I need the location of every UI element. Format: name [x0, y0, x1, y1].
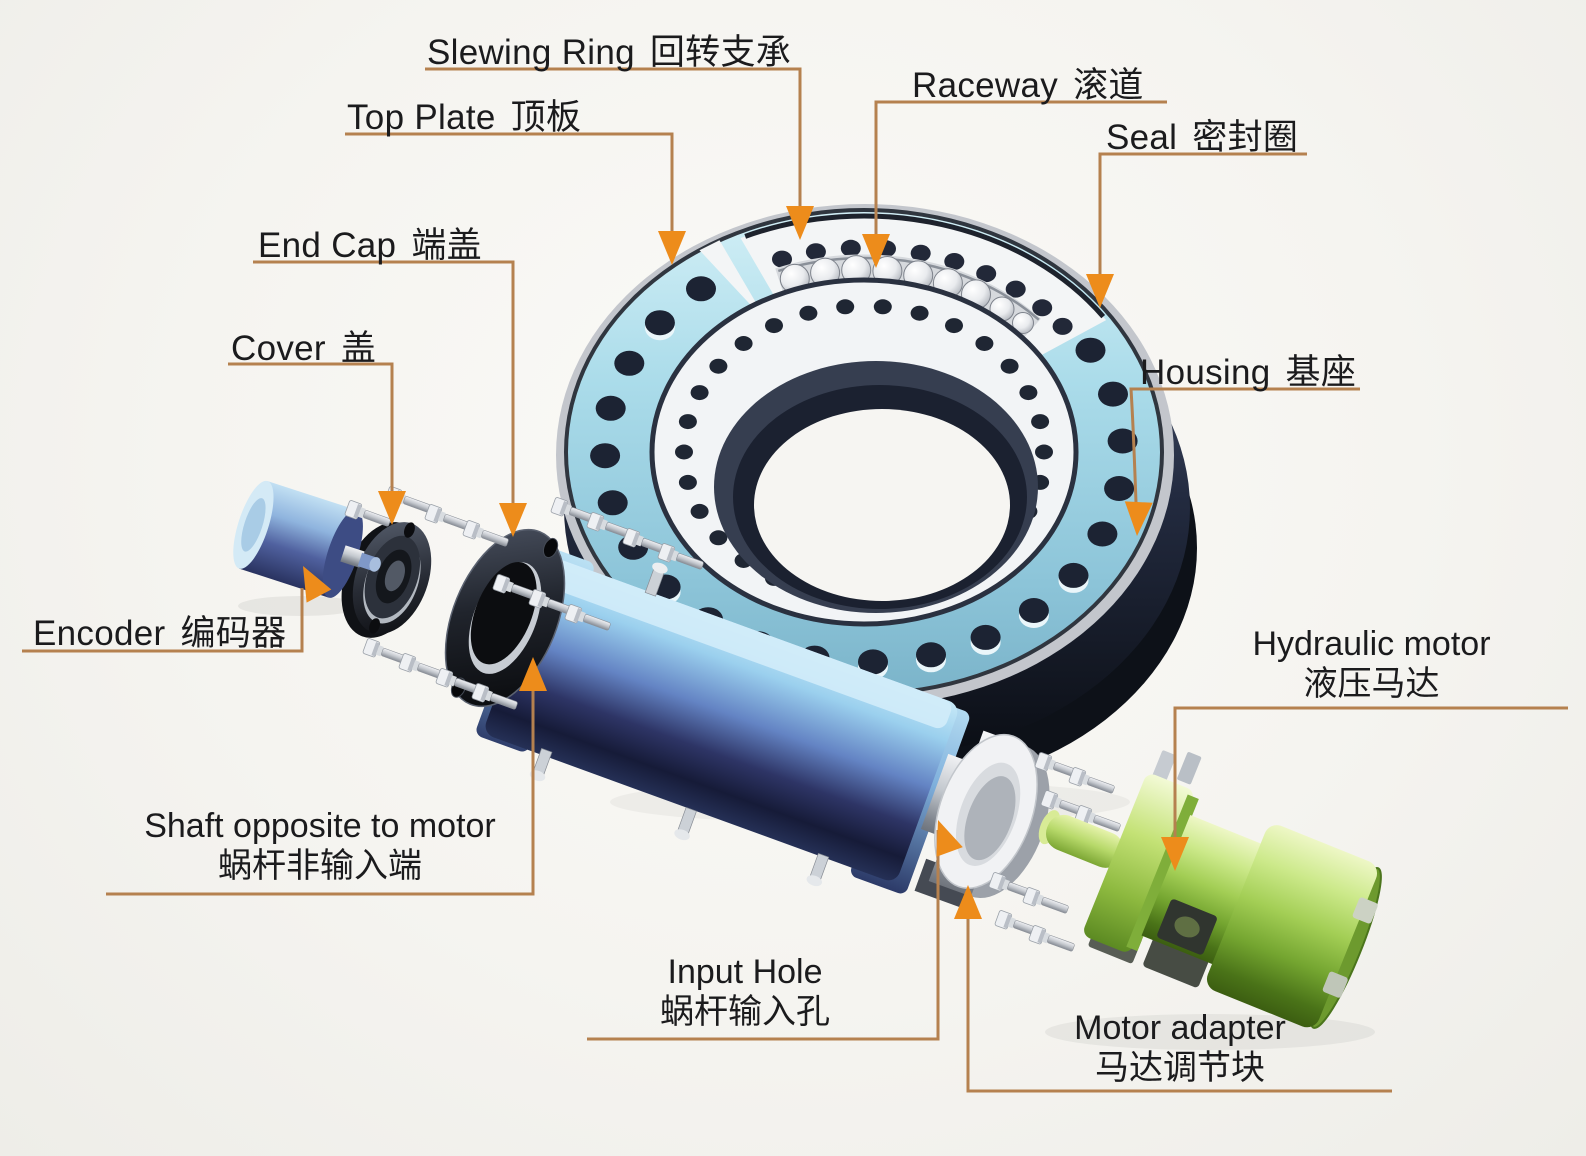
label-raceway-zh: 滚道 [1073, 66, 1144, 105]
label-input-hole: Input Hole 蜗杆输入孔 [590, 952, 900, 1032]
label-seal: Seal 密封圈 [1106, 109, 1298, 160]
arrow-shaft-opposite [519, 657, 547, 691]
encoder-shaft [340, 545, 381, 572]
label-cover-zh: 盖 [340, 329, 377, 368]
label-cover-en: Cover [231, 329, 326, 368]
label-hydraulic-motor-zh: 液压马达 [1303, 665, 1440, 704]
label-top-plate-en: Top Plate [347, 98, 496, 137]
label-shaft-opposite-zh: 蜗杆非输入端 [218, 847, 422, 886]
label-motor-adapter: Motor adapter 马达调节块 [985, 1008, 1375, 1088]
leader-hydraulic-motor [1173, 706, 1568, 863]
encoder-graphic [233, 480, 381, 598]
leader-top-plate [345, 132, 674, 257]
label-top-plate-zh: 顶板 [510, 98, 582, 137]
grease-studs [529, 562, 830, 887]
label-shaft-opposite-to-motor: Shaft opposite to motor 蜗杆非输入端 [105, 806, 535, 886]
label-seal-en: Seal [1106, 118, 1178, 157]
motor-adapter-graphic [914, 730, 1050, 909]
arrow-end-cap [499, 503, 527, 537]
leader-arrows [303, 206, 1189, 919]
label-end-cap: End Cap 端盖 [258, 217, 482, 268]
label-raceway: Raceway 滚道 [912, 57, 1144, 108]
arrow-raceway [862, 234, 890, 268]
top-plate-notch [699, 240, 769, 324]
label-encoder: Encoder 编码器 [33, 605, 286, 656]
leader-seal [1098, 152, 1307, 300]
label-end-cap-zh: 端盖 [411, 226, 482, 265]
arrow-cover [378, 491, 406, 525]
label-cover: Cover 盖 [231, 320, 376, 371]
leader-shaft-opposite [106, 665, 535, 896]
label-hydraulic-motor: Hydraulic motor 液压马达 [1175, 624, 1568, 704]
arrow-slewing-ring [786, 206, 814, 240]
arrow-encoder [303, 566, 332, 603]
label-encoder-en: Encoder [33, 614, 166, 653]
arrow-housing [1124, 501, 1153, 536]
label-input-hole-en: Input Hole [667, 953, 823, 991]
inner-ring-graphic [649, 277, 1079, 627]
arrow-top-plate [658, 231, 686, 265]
leader-encoder [22, 588, 304, 653]
label-slewing-ring-en: Slewing Ring [427, 33, 635, 72]
label-raceway-en: Raceway [912, 66, 1059, 105]
label-top-plate: Top Plate 顶板 [347, 89, 581, 140]
label-hydraulic-motor-en: Hydraulic motor [1252, 625, 1491, 663]
arrow-motor-adapter [954, 885, 982, 919]
label-housing-zh: 基座 [1285, 353, 1357, 392]
arrow-seal [1086, 274, 1114, 308]
arrow-input-hole [936, 820, 963, 857]
leader-input-hole [587, 830, 940, 1041]
label-slewing-ring: Slewing Ring 回转支承 [427, 24, 791, 75]
label-end-cap-en: End Cap [258, 226, 397, 265]
leader-raceway [874, 100, 1167, 260]
label-encoder-zh: 编码器 [180, 614, 287, 653]
label-motor-adapter-zh: 马达调节块 [1095, 1049, 1265, 1088]
leader-end-cap [253, 260, 515, 529]
label-housing: Housing 基座 [1140, 344, 1356, 395]
label-input-hole-zh: 蜗杆输入孔 [660, 993, 830, 1032]
hydraulic-motor-graphic [1038, 750, 1382, 1029]
label-shaft-opposite-en: Shaft opposite to motor [144, 807, 496, 845]
label-housing-en: Housing [1140, 353, 1271, 392]
leader-slewing-ring [425, 67, 802, 232]
label-slewing-ring-zh: 回转支承 [649, 33, 792, 72]
arrow-hydraulic-motor [1161, 837, 1189, 871]
leader-cover [228, 362, 394, 517]
leader-motor-adapter [966, 895, 1392, 1093]
label-motor-adapter-en: Motor adapter [1074, 1009, 1286, 1047]
label-seal-zh: 密封圈 [1192, 118, 1299, 157]
